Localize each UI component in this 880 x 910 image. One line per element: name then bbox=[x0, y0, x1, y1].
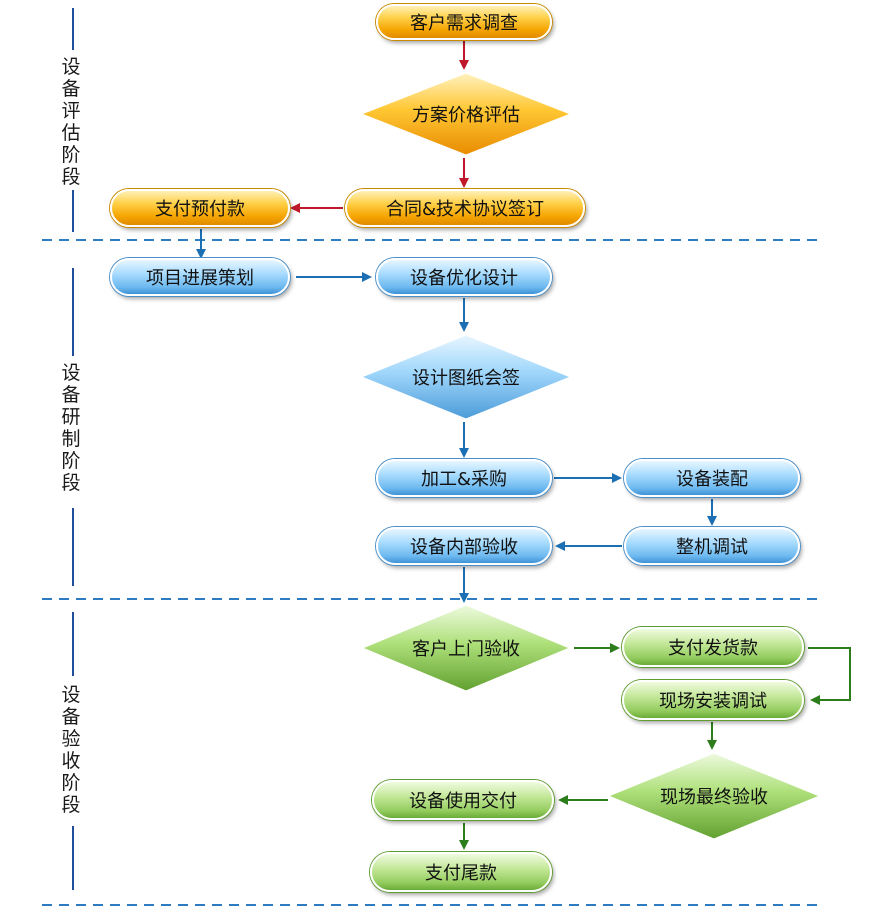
diamond-onsite-final-acceptance bbox=[602, 750, 826, 842]
node-onsite-installation: 现场安装调试 bbox=[622, 680, 804, 720]
diamond-customer-visit-acceptance bbox=[356, 602, 576, 694]
node-project-planning: 项目进展策划 bbox=[110, 258, 290, 296]
development-bar-top bbox=[72, 268, 74, 356]
node-internal-acceptance: 设备内部验收 bbox=[376, 527, 552, 565]
node-contract-signing: 合同&技术协议签订 bbox=[345, 189, 585, 227]
node-pay-delivery: 支付发货款 bbox=[622, 627, 804, 667]
node-pay-balance: 支付尾款 bbox=[370, 852, 552, 892]
diamond-plan-price-evaluation bbox=[354, 70, 578, 158]
node-pay-advance: 支付预付款 bbox=[110, 189, 290, 227]
development-bar-bottom bbox=[72, 508, 74, 586]
diamond-drawing-countersign bbox=[354, 332, 578, 422]
node-processing-purchasing: 加工&采购 bbox=[376, 459, 552, 497]
phase-label-acceptance: 设备验收阶段 bbox=[61, 684, 81, 816]
node-equipment-assembly: 设备装配 bbox=[624, 459, 800, 497]
node-customer-visit-acceptance: 客户上门验收 bbox=[412, 639, 520, 660]
phase-label-development: 设备研制阶段 bbox=[61, 362, 81, 494]
node-equipment-handover: 设备使用交付 bbox=[372, 780, 554, 820]
node-machine-debugging: 整机调试 bbox=[624, 527, 800, 565]
node-onsite-final-acceptance: 现场最终验收 bbox=[660, 787, 768, 808]
node-customer-demand-survey: 客户需求调查 bbox=[376, 4, 552, 40]
phase-label-evaluation: 设备评估阶段 bbox=[61, 56, 81, 188]
node-drawing-countersign: 设计图纸会签 bbox=[412, 368, 520, 389]
node-equipment-design: 设备优化设计 bbox=[376, 258, 552, 296]
evaluation-bar-top bbox=[72, 8, 74, 50]
acceptance-bar-bottom bbox=[72, 826, 74, 890]
node-plan-price-evaluation: 方案价格评估 bbox=[412, 105, 520, 126]
acceptance-bar-top bbox=[72, 612, 74, 676]
evaluation-bar-bottom bbox=[72, 190, 74, 232]
arrow-pay-delivery-to-installation bbox=[808, 647, 851, 705]
